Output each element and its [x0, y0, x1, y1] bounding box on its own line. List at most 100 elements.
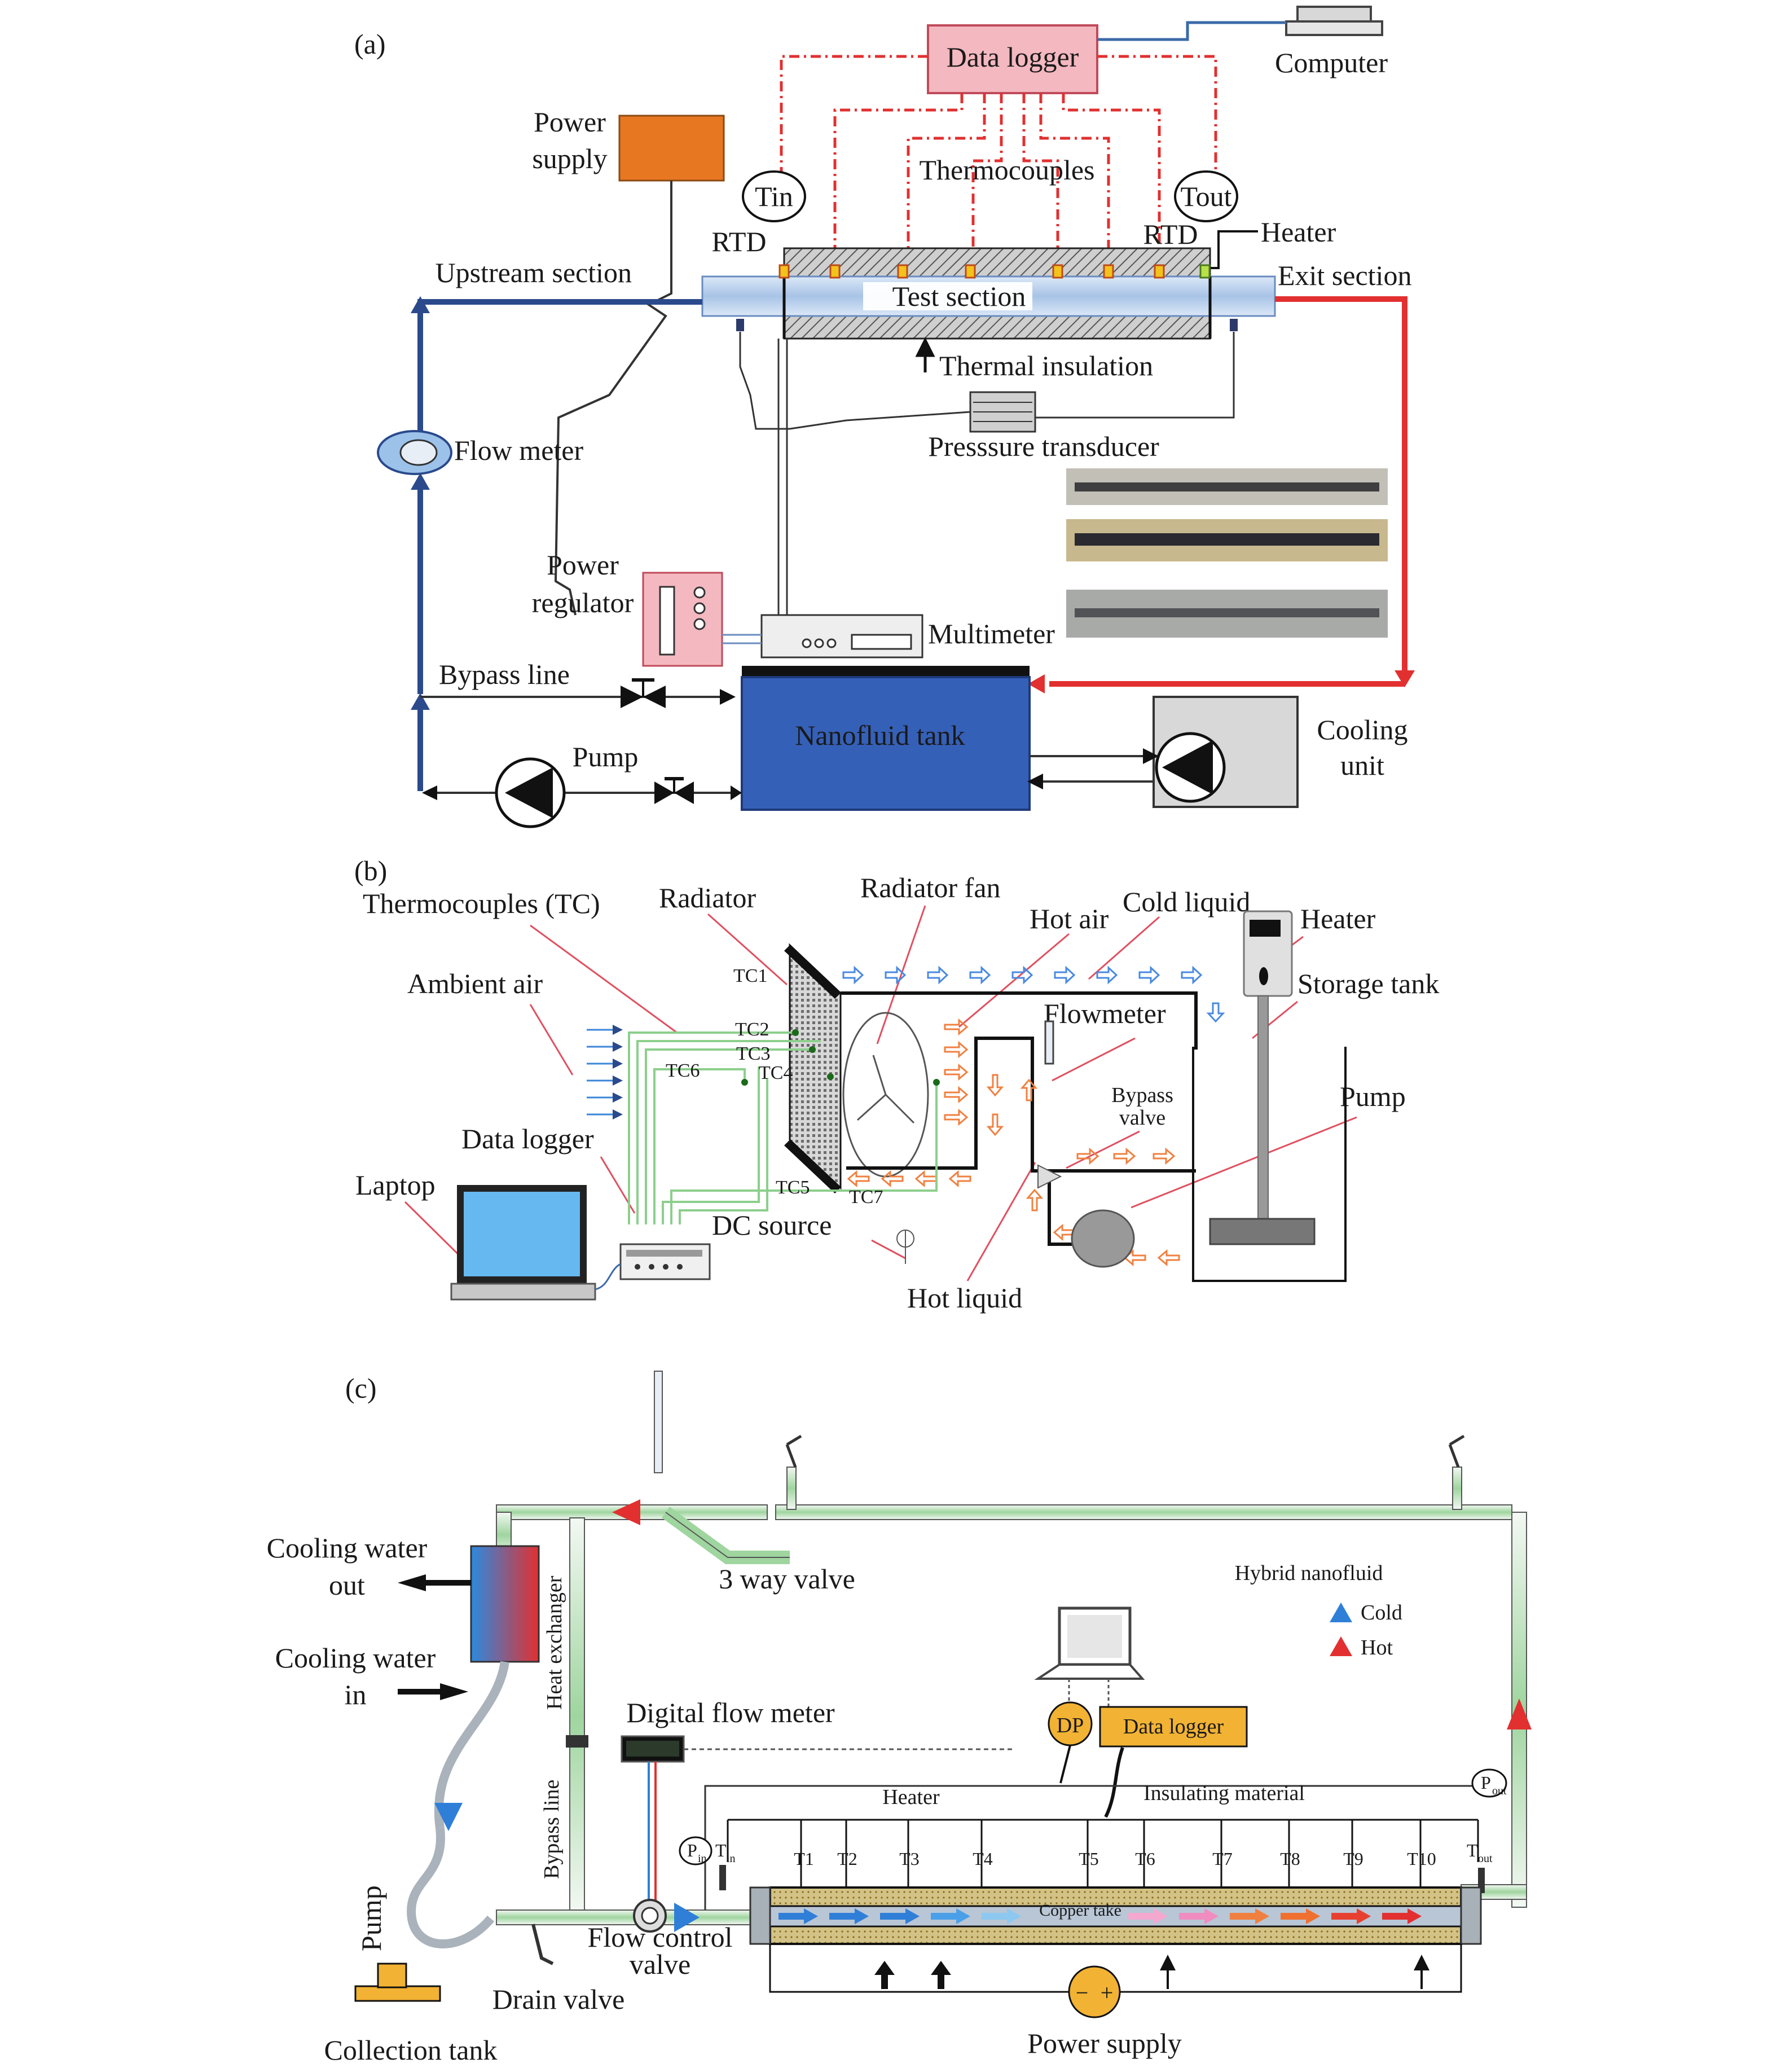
pin-sub: in	[698, 1852, 707, 1865]
tube-flow-arrows	[778, 1908, 1422, 1924]
legend-hot-marker	[1330, 1636, 1352, 1656]
pin-sensor	[679, 1836, 712, 1865]
cold-flow-arrow-left	[434, 1803, 463, 1831]
pump-b-label: Pump	[1340, 1081, 1406, 1112]
panel-c: (c) 3 way valve Heat exchanger Cooling w…	[267, 1371, 1532, 2066]
panel-c-tag: (c)	[345, 1372, 377, 1404]
power-plus: +	[1101, 1980, 1114, 2005]
storage-tank-icon	[1192, 1047, 1347, 1282]
tout-sensor	[1174, 170, 1238, 222]
tin-c-label: T	[715, 1840, 727, 1860]
power-regulator-box	[642, 572, 723, 667]
heater-sensors	[778, 264, 1211, 279]
legend-title: Hybrid nanofluid	[1235, 1561, 1383, 1585]
cooling-out-label-1: Cooling water	[267, 1532, 428, 1564]
pout-sub: out	[1492, 1785, 1507, 1797]
t4-label: T4	[973, 1849, 993, 1869]
data-logger-box	[927, 24, 1098, 94]
tc6-label: TC6	[666, 1060, 700, 1081]
data-logger-c-box	[1099, 1706, 1248, 1748]
bypass-valve-label-2: valve	[1119, 1106, 1165, 1130]
tout-c-label: T	[1467, 1840, 1478, 1860]
dc-source-label: DC source	[712, 1209, 832, 1241]
legend-cold-label: Cold	[1361, 1601, 1402, 1625]
power-supply-c-label: Power supply	[1027, 2027, 1182, 2059]
tc5-label: TC5	[776, 1177, 810, 1198]
hot-flow-arrow-right	[1507, 1698, 1532, 1729]
upstream-label: Upstream section	[435, 257, 632, 288]
tc7-label: TC7	[849, 1187, 883, 1208]
panel-a: (a) Data logger Computer Power supply Th…	[354, 6, 1415, 828]
legend-cold-marker	[1330, 1603, 1352, 1622]
legend-hot-label: Hot	[1361, 1636, 1393, 1660]
tout-label: Tout	[1181, 181, 1232, 212]
power-minus: −	[1076, 1980, 1089, 2005]
tc1-label: TC1	[733, 965, 767, 986]
t9-label: T9	[1343, 1849, 1363, 1869]
flow-meter-label: Flow meter	[454, 434, 583, 466]
panel-b: (b) Thermocouples (TC) Radiator Radiator…	[354, 855, 1439, 1314]
cold-liquid-arrows	[842, 965, 1225, 1023]
data-logger-c-label: Data logger	[1123, 1715, 1224, 1739]
pump-a-label: Pump	[573, 741, 639, 772]
exit-label: Exit section	[1278, 260, 1411, 291]
heat-exchanger-icon	[470, 1545, 540, 1663]
t2-label: T2	[837, 1849, 857, 1869]
pump-c-label: Pump	[355, 1885, 387, 1951]
computer-label: Computer	[1275, 47, 1388, 78]
tank-lid	[742, 666, 1030, 678]
tin-c-sub: in	[727, 1852, 736, 1865]
cooling-in-label-1: Cooling water	[275, 1642, 436, 1674]
computer-icon	[1296, 6, 1372, 24]
heat-flux-arrows	[874, 1955, 1429, 1989]
pump-b-icon	[1071, 1209, 1135, 1268]
cooling-in-label-2: in	[345, 1679, 367, 1710]
power-regulator-label-1: Power	[547, 549, 619, 581]
dp-label: DP	[1057, 1714, 1084, 1737]
test-section-label: Test section	[892, 280, 1026, 312]
hot-flow-arrow-top	[612, 1499, 640, 1525]
flow-control-label-2: valve	[630, 1948, 690, 1980]
radiator-fan-label: Radiator fan	[860, 872, 1001, 903]
collection-tank-label: Collection tank	[324, 2034, 498, 2066]
heater-c-label: Heater	[882, 1785, 940, 1809]
bypass-line-label: Bypass line	[439, 659, 570, 690]
digital-flow-meter-label: Digital flow meter	[626, 1697, 835, 1728]
tube-photos	[1066, 468, 1388, 638]
panel-b-tag: (b)	[354, 855, 387, 886]
t10-label: T10	[1407, 1849, 1436, 1869]
leader-lines-b	[404, 905, 1357, 1281]
red-exit-line	[1028, 296, 1415, 693]
t1-label: T1	[794, 1849, 814, 1869]
t5-label: T5	[1079, 1849, 1099, 1869]
t3-label: T3	[899, 1849, 920, 1869]
hot-air-label: Hot air	[1030, 903, 1109, 934]
nanofluid-tank	[741, 676, 1031, 811]
storage-tank-label: Storage tank	[1297, 968, 1439, 999]
tc4-label: TC4	[759, 1063, 793, 1083]
thermocouples-label: Thermocouples	[919, 154, 1094, 186]
cooling-unit-label-1: Cooling	[1317, 714, 1407, 745]
ambient-air-arrows	[587, 1025, 623, 1120]
pout-label: P	[1481, 1772, 1491, 1793]
rtd-right-label: RTD	[1143, 218, 1198, 250]
power-supply-label-2: supply	[532, 143, 607, 174]
bypass-valve-icon	[1037, 1164, 1062, 1189]
thermocouple-wires	[780, 55, 1217, 265]
heat-exchanger-label: Heat exchanger	[543, 1575, 566, 1710]
flowmeter-label: Flowmeter	[1044, 998, 1166, 1029]
tc2-label: TC2	[735, 1019, 769, 1040]
thermocouples-tc-label: Thermocouples (TC)	[363, 888, 600, 919]
nanofluid-tank-label: Nanofluid tank	[795, 719, 965, 751]
pout-sensor	[1471, 1768, 1507, 1798]
heater-label: Heater	[1261, 216, 1336, 248]
pin-label: P	[687, 1840, 697, 1860]
three-way-valve-label: 3 way valve	[719, 1563, 855, 1595]
heater-b-label: Heater	[1300, 903, 1376, 934]
hot-liquid-label: Hot liquid	[907, 1282, 1022, 1314]
panel-a-tag: (a)	[354, 28, 386, 60]
tc-wiring	[628, 1031, 938, 1224]
power-supply-c-icon	[1068, 1965, 1121, 2018]
multimeter-label: Multimeter	[928, 618, 1055, 649]
